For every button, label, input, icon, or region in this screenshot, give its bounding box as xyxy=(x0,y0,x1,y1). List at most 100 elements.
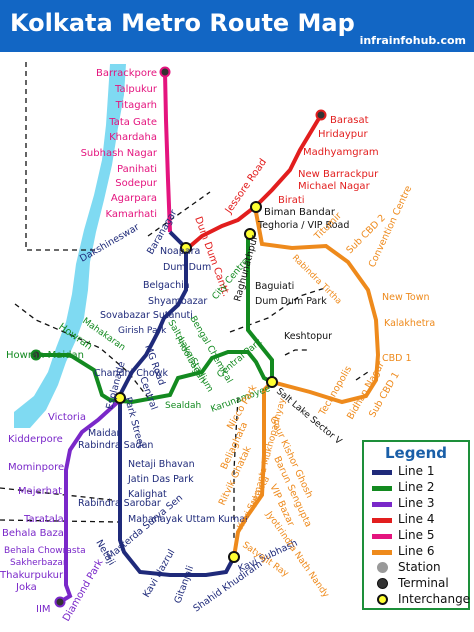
boundary-line xyxy=(284,349,310,356)
boundary-line xyxy=(147,191,211,237)
station-label: Birati xyxy=(278,195,305,206)
interchange-teghoria xyxy=(244,228,256,240)
legend-item: Line 3 xyxy=(370,496,470,512)
station-label: Salt Lake Stadium xyxy=(165,319,214,394)
legend-label: Line 1 xyxy=(398,464,435,478)
station-label: Howrah Maidan xyxy=(6,350,84,361)
terminal-joka xyxy=(54,596,66,608)
legend-label: Station xyxy=(398,560,441,574)
station-label: Kidderpore xyxy=(8,434,63,445)
legend-label: Line 4 xyxy=(398,512,435,526)
station-label: Netaji Bhavan xyxy=(128,459,195,470)
station-label: Barasat xyxy=(330,115,369,126)
station-label: Talpukur xyxy=(114,84,158,95)
station-label: Central Park xyxy=(216,337,265,381)
station-label: Rabindra Sarobar xyxy=(78,498,161,509)
station-label: Jatin Das Park xyxy=(127,474,194,485)
legend-label: Line 2 xyxy=(398,480,435,494)
station-label: IIM xyxy=(36,604,51,615)
terminal-barasat xyxy=(315,109,327,121)
station-label: New Town xyxy=(382,292,430,303)
station-label: Kalakhetra xyxy=(384,318,435,329)
boundary-line xyxy=(355,371,369,381)
legend-swatch xyxy=(372,486,392,491)
station-label: Sodepur xyxy=(115,178,158,189)
station-label: Titagarh xyxy=(115,100,157,111)
station-label: Teghoria / VIP Road xyxy=(257,220,349,231)
terminal-barrackpore xyxy=(159,66,171,78)
interchange-icon xyxy=(377,594,388,605)
station-label: Tata Gate xyxy=(108,117,157,128)
boundary-line xyxy=(0,519,119,523)
metro-map: Barrackpore Talpukur Titagarh Tata Gate … xyxy=(0,62,435,624)
station-label: Rabindra Sadan xyxy=(78,440,153,451)
station-label: Keshtopur xyxy=(284,331,332,342)
station-label: Gitanjali xyxy=(172,564,196,605)
legend-swatch xyxy=(372,534,392,539)
legend-label: Terminal xyxy=(398,576,449,590)
legend: Legend Line 1 Line 2 Line 3 Line 4 Line 5 Lin… xyxy=(362,440,470,610)
station-label: Kavi Sukanta xyxy=(236,475,272,532)
station-label: Mominpore xyxy=(8,462,64,473)
station-label: Kamarhati xyxy=(106,209,157,220)
legend-swatch xyxy=(372,502,392,507)
station-label: Behala Bazar xyxy=(2,528,69,539)
page-title: Kolkata Metro Route Map xyxy=(10,9,355,37)
station-label: Khardaha xyxy=(109,132,157,143)
station-label: Panihati xyxy=(117,164,157,175)
interchange-sector-v xyxy=(266,376,278,388)
legend-item: Line 4 xyxy=(370,512,470,528)
line6-route xyxy=(232,206,381,558)
legend-item: Station xyxy=(370,560,470,576)
station-label: Victoria xyxy=(48,412,86,423)
station-label: Joka xyxy=(15,582,37,593)
legend-label: Interchange xyxy=(398,592,471,606)
legend-item: Line 1 xyxy=(370,464,470,480)
station-label: Jessore Road xyxy=(223,157,269,217)
site-url: infrainfohub.com xyxy=(359,34,466,47)
station-label: Behala Chowrasta xyxy=(4,546,86,556)
station-label: Madhyamgram xyxy=(303,147,379,158)
legend-swatch xyxy=(372,470,392,475)
station-label: Dum Dum xyxy=(163,262,211,273)
station-label: Barrackpore xyxy=(96,68,157,79)
station-label: Baguiati xyxy=(255,281,294,292)
boundary-line xyxy=(25,62,95,251)
station-label: Maidan xyxy=(88,428,123,439)
legend-item: Interchange xyxy=(370,592,470,608)
station-label: Girish Park xyxy=(118,326,167,336)
station-label: Belgachia xyxy=(143,280,190,291)
station-label: Chandni Chowk xyxy=(94,368,168,379)
station-label: Thakurpukur xyxy=(0,570,64,581)
station-label: Sealdah xyxy=(165,401,201,411)
legend-label: Line 6 xyxy=(398,544,435,558)
station-label: Biman Bandar xyxy=(264,207,336,218)
station-label: New Barrackpur xyxy=(298,169,379,180)
terminal-howrah-maidan xyxy=(30,349,42,361)
station-label: Majerhat xyxy=(18,486,62,497)
interchange-noapara xyxy=(180,242,192,254)
legend-swatch xyxy=(372,550,392,555)
line2-route xyxy=(36,350,273,405)
legend-title: Legend xyxy=(384,444,448,462)
legend-label: Line 3 xyxy=(398,496,435,510)
line3-route xyxy=(58,398,122,604)
legend-label: Line 5 xyxy=(398,528,435,542)
line6-north-spur xyxy=(246,235,274,382)
station-label: Dum Dum Park xyxy=(255,296,327,307)
legend-item: Line 6 xyxy=(370,544,470,560)
station-label: Subhash Nagar xyxy=(81,148,158,159)
header-bar: Kolkata Metro Route Map infrainfohub.com xyxy=(0,0,474,52)
station-label: CBD 1 xyxy=(382,353,412,364)
interchange-biman-bandar xyxy=(250,201,262,213)
station-label: Sovabazar Sutanuti xyxy=(100,310,193,321)
station-label: Michael Nagar xyxy=(298,181,371,192)
boundary-line xyxy=(0,487,113,501)
line5-route xyxy=(163,71,172,233)
station-label: Hridaypur xyxy=(318,129,368,140)
station-label: Taratala xyxy=(23,514,64,525)
station-label: Noapara xyxy=(160,246,200,257)
legend-item: Line 5 xyxy=(370,528,470,544)
legend-item: Line 2 xyxy=(370,480,470,496)
interchange-esplanade xyxy=(114,392,126,404)
